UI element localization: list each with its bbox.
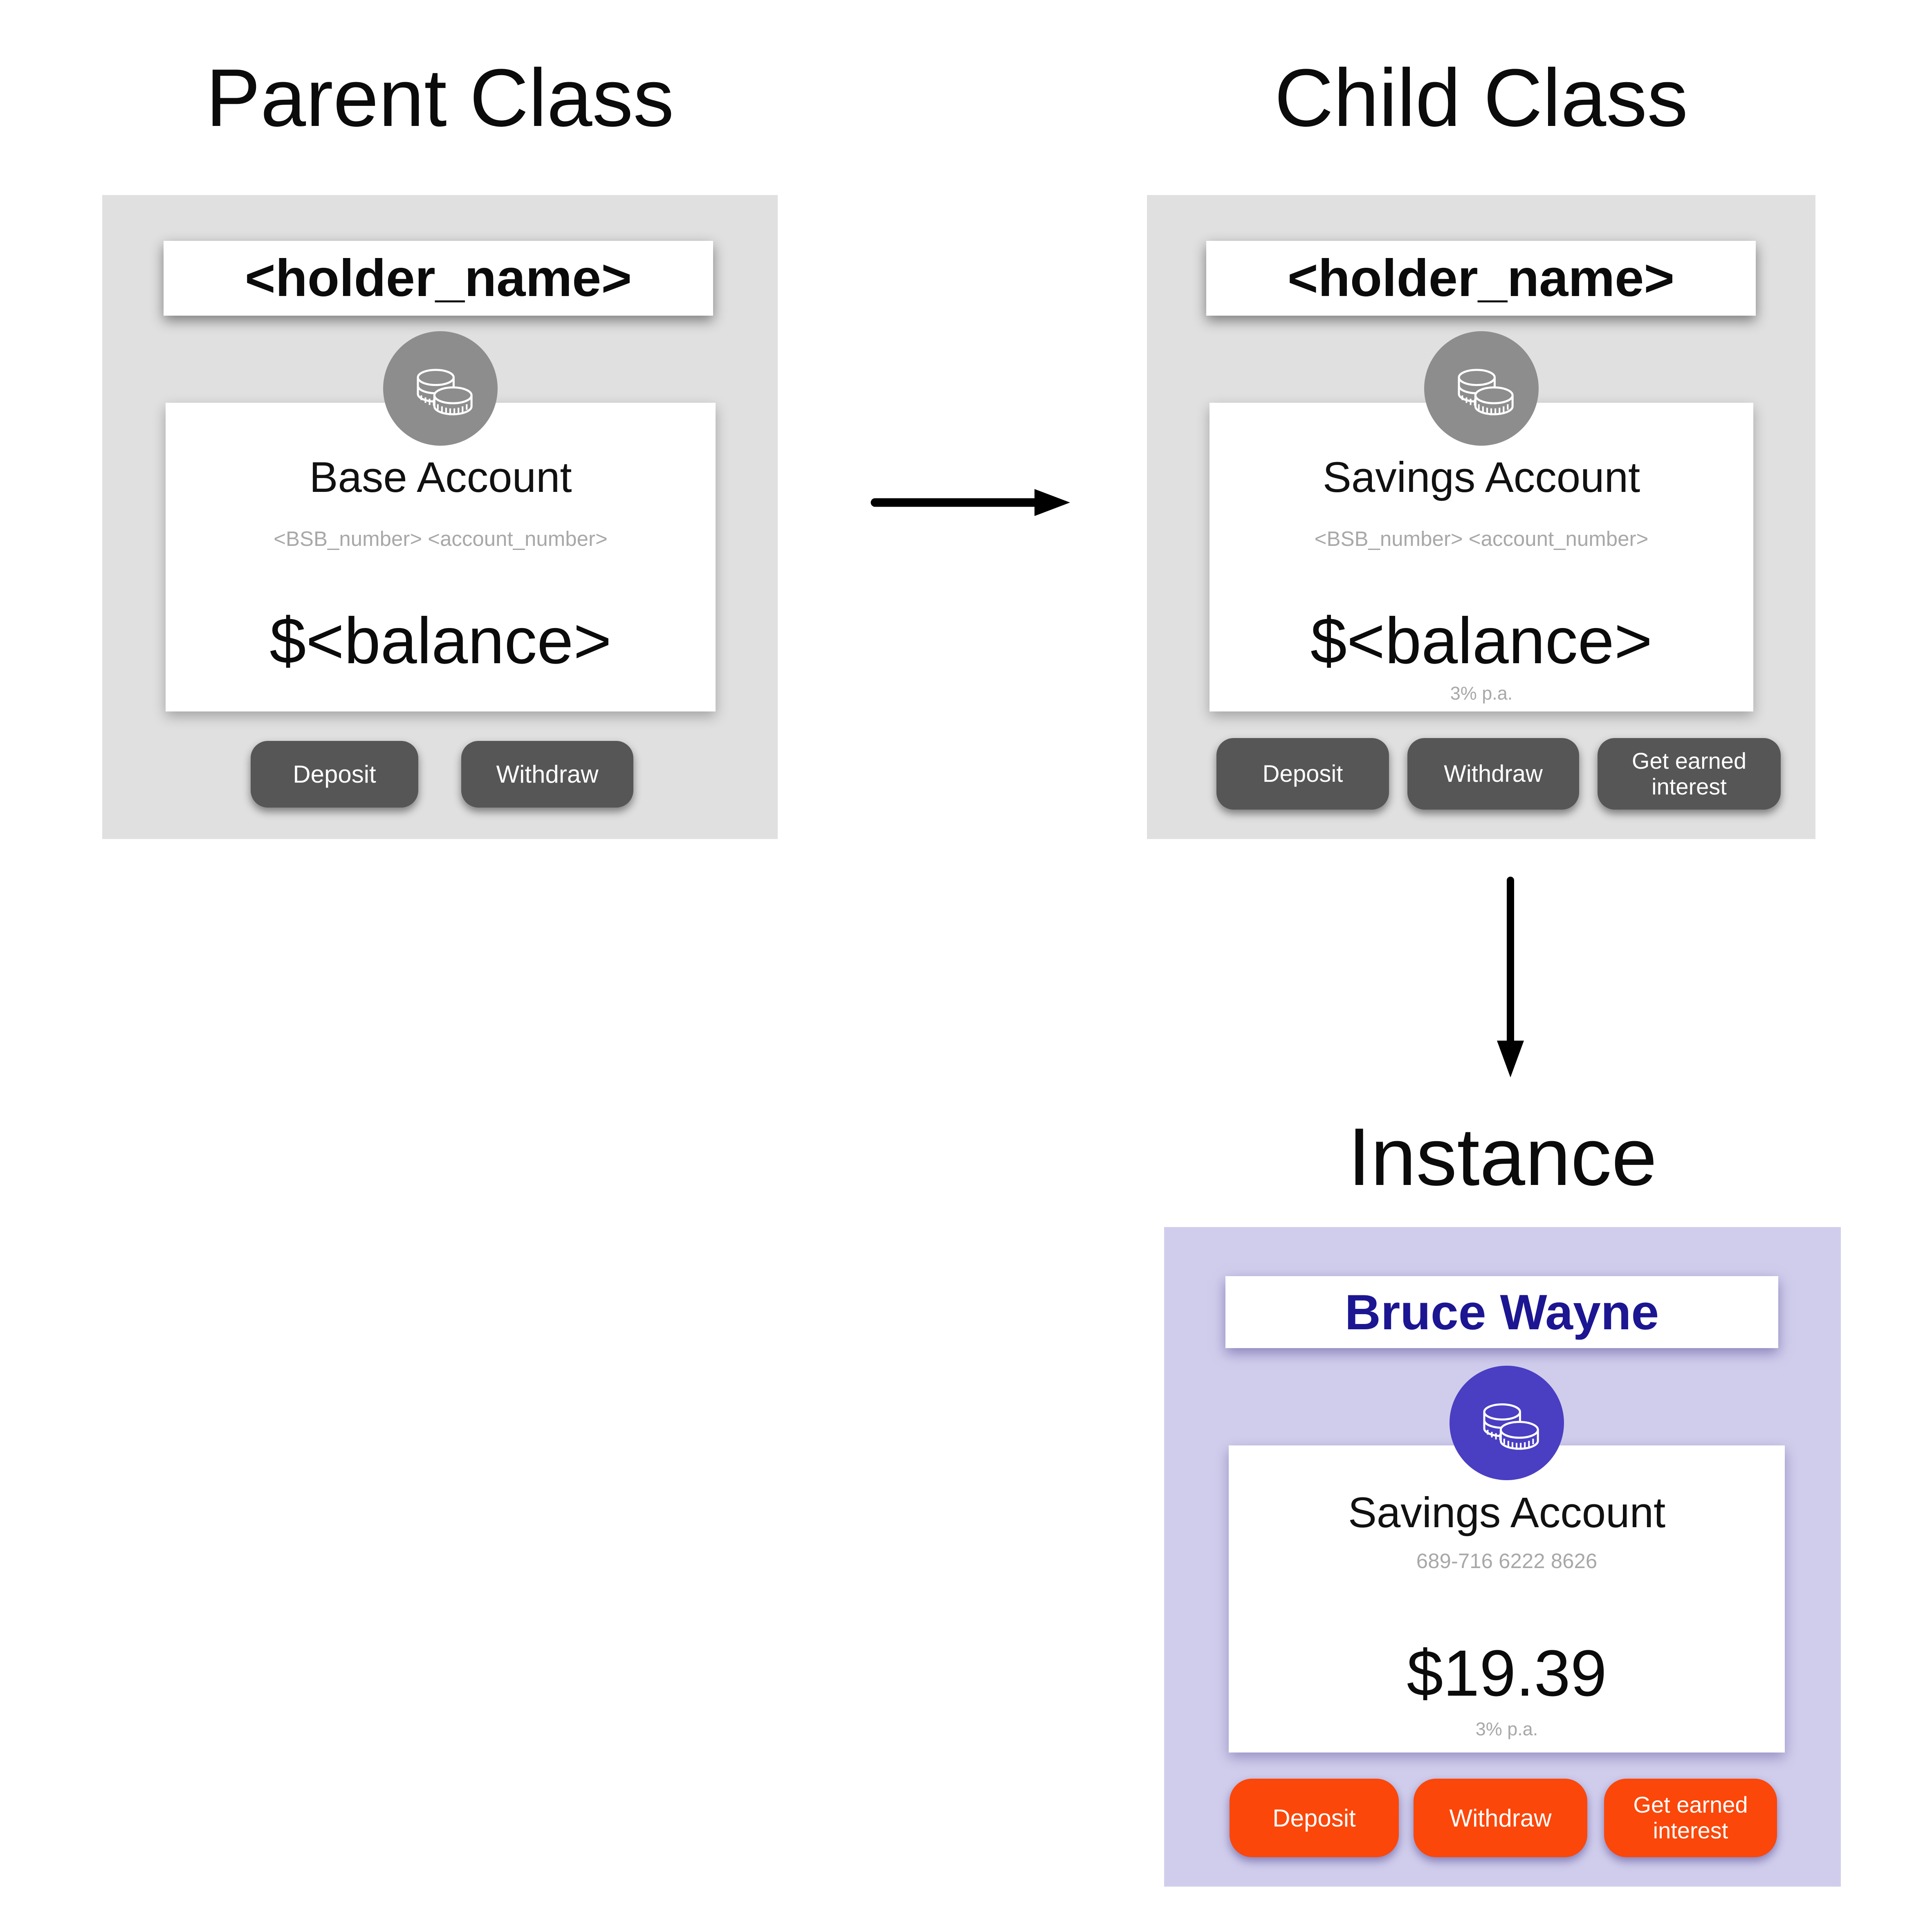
instantiation-arrow — [1497, 877, 1524, 1077]
parent-deposit-button[interactable]: Deposit — [251, 741, 418, 808]
parent-class-title: Parent Class — [206, 52, 674, 144]
coins-icon — [1450, 1366, 1564, 1480]
parent-balance: $<balance> — [269, 604, 612, 677]
child-class-title: Child Class — [1274, 52, 1688, 144]
instance-holder-name-label: Bruce Wayne — [1344, 1284, 1659, 1340]
instance-withdraw-label: Withdraw — [1449, 1804, 1552, 1832]
child-get-interest-label: Get earned interest — [1631, 747, 1747, 799]
child-account-type: Savings Account — [1322, 453, 1640, 501]
instance-title: Instance — [1348, 1111, 1657, 1203]
coins-icon — [1424, 331, 1539, 446]
parent-withdraw-label: Withdraw — [496, 761, 599, 788]
child-account-number: <BSB_number> <account_number> — [1314, 527, 1649, 550]
instance-deposit-label: Deposit — [1272, 1804, 1356, 1832]
child-balance: $<balance> — [1310, 604, 1653, 677]
coins-icon-glyph — [416, 369, 473, 415]
coins-icon-glyph — [1457, 369, 1514, 415]
parent-withdraw-button[interactable]: Withdraw — [461, 741, 633, 808]
child-deposit-button[interactable]: Deposit — [1216, 738, 1389, 810]
instance-account-type: Savings Account — [1348, 1489, 1666, 1537]
instance-withdraw-button[interactable]: Withdraw — [1414, 1779, 1587, 1857]
instance-account-number: 689-716 6222 8626 — [1416, 1549, 1598, 1573]
child-deposit-label: Deposit — [1262, 761, 1343, 787]
child-account-panel: Savings Account <BSB_number> <account_nu… — [1209, 403, 1753, 711]
child-withdraw-button[interactable]: Withdraw — [1407, 738, 1579, 810]
instance-deposit-button[interactable]: Deposit — [1230, 1779, 1399, 1857]
child-interest-rate: 3% p.a. — [1450, 683, 1513, 704]
parent-holder-name-bar: <holder_name> — [164, 241, 713, 316]
coins-icon-glyph — [1483, 1403, 1539, 1450]
instance-interest-rate: 3% p.a. — [1475, 1719, 1538, 1739]
coins-icon — [383, 331, 498, 446]
instance-balance: $19.39 — [1407, 1636, 1607, 1710]
instance-account-panel: Savings Account 689-716 6222 8626 $19.39… — [1229, 1445, 1785, 1752]
child-withdraw-label: Withdraw — [1444, 761, 1543, 787]
child-holder-name-label: <holder_name> — [1287, 249, 1675, 307]
inheritance-arrow — [871, 489, 1070, 516]
parent-account-panel: Base Account <BSB_number> <account_numbe… — [166, 403, 716, 711]
child-get-interest-button[interactable]: Get earned interest — [1598, 738, 1781, 810]
child-holder-name-bar: <holder_name> — [1206, 241, 1756, 316]
parent-account-number: <BSB_number> <account_number> — [274, 527, 608, 550]
parent-deposit-label: Deposit — [293, 761, 376, 788]
parent-account-type: Base Account — [309, 453, 572, 501]
parent-holder-name-label: <holder_name> — [245, 249, 632, 307]
instance-get-interest-label: Get earned interest — [1633, 1792, 1748, 1843]
instance-holder-name-bar: Bruce Wayne — [1225, 1276, 1778, 1348]
instance-get-interest-button[interactable]: Get earned interest — [1604, 1779, 1777, 1857]
